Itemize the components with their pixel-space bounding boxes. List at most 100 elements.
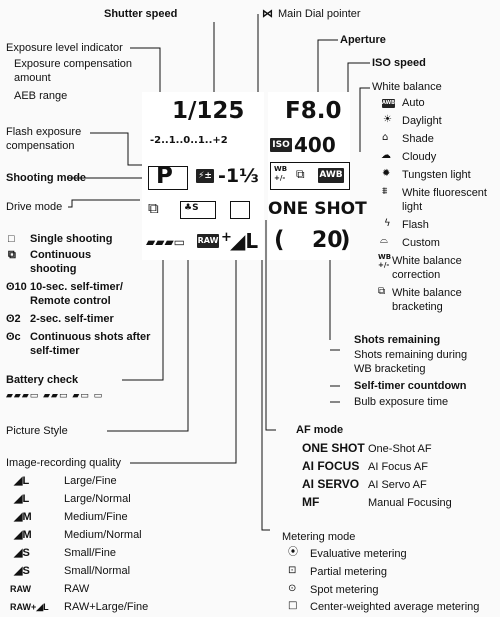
metering-partial: Partial metering xyxy=(310,566,388,578)
wb-fluorescent-1: White fluorescent xyxy=(402,187,487,199)
drive-mode-icon: ⧉ xyxy=(148,199,159,217)
drive-single: Single shooting xyxy=(30,233,113,245)
af-label-one-shot: One-Shot AF xyxy=(368,443,432,455)
wb-bracket-list-icon: ⧉ xyxy=(378,286,386,297)
wb-custom: Custom xyxy=(402,237,440,249)
wb-correction-2: correction xyxy=(392,269,441,281)
wb-daylight: Daylight xyxy=(402,115,442,127)
wb-flash: Flash xyxy=(402,219,429,231)
lcd-af-mode: ONE SHOT xyxy=(268,199,367,219)
label-shots-remaining: Shots remaining xyxy=(354,334,441,346)
wb-cloudy: Cloudy xyxy=(402,151,437,163)
quality-icon-1: ◢L xyxy=(14,493,30,505)
quality-label-1: Large/Normal xyxy=(64,493,131,505)
label-exp-comp-1: Exposure compensation xyxy=(14,58,133,70)
quality-label-2: Medium/Fine xyxy=(64,511,128,523)
quality-label-3: Medium/Normal xyxy=(64,529,142,541)
label-shutter-speed: Shutter speed xyxy=(104,8,178,20)
af-code-one-shot: ONE SHOT xyxy=(302,441,365,455)
label-main-dial-pointer: Main Dial pointer xyxy=(278,8,361,20)
drive-continuous-2: shooting xyxy=(30,263,77,275)
quality-label-5: Small/Normal xyxy=(64,565,131,577)
af-code-mf: MF xyxy=(302,495,320,509)
drive-icon-cont-timer: ʘc xyxy=(6,331,21,343)
label-image-quality: Image-recording quality xyxy=(6,457,121,469)
quality-icon-4: ◢S xyxy=(14,547,30,559)
drive-icon-single: □ xyxy=(8,233,15,245)
lcd-iso-value: 400 xyxy=(294,133,336,157)
flash-icon: ϟ xyxy=(384,218,391,229)
af-code-ai-servo: AI SERVO xyxy=(302,477,360,491)
drive-icon-10sec: ʘ10 xyxy=(6,281,27,293)
wb-correction-1: White balance xyxy=(392,255,462,267)
metering-center-weighted: Center-weighted average metering xyxy=(310,601,480,613)
label-af-mode: AF mode xyxy=(296,424,344,436)
label-metering-mode: Metering mode xyxy=(282,531,356,543)
wb-correction-list-icon: WB+/- xyxy=(378,253,392,269)
label-shooting-mode: Shooting mode xyxy=(6,172,87,184)
shade-icon: ⌂ xyxy=(382,132,389,143)
wb-shade: Shade xyxy=(402,133,434,145)
lcd-raw: RAW xyxy=(197,234,219,248)
lcd-awb: AWB xyxy=(318,168,344,183)
custom-wb-icon: ⌓ xyxy=(380,235,388,246)
drive-10sec-2: Remote control xyxy=(30,295,111,307)
label-aperture: Aperture xyxy=(340,34,386,46)
flash-comp-icon: ⚡± xyxy=(196,169,214,183)
drive-icon-continuous: ⧉ xyxy=(8,249,16,261)
lcd-quality-letter: L xyxy=(245,229,259,253)
label-shots-wb-1: Shots remaining during xyxy=(354,349,468,361)
lcd-shots-open-paren: ( xyxy=(274,227,285,253)
lcd-aperture: F8.0 xyxy=(285,98,342,124)
label-aeb-range: AEB range xyxy=(14,90,68,102)
label-battery-check: Battery check xyxy=(6,374,79,386)
metering-icon xyxy=(230,201,250,219)
main-dial-pointer-icon: ⋈ xyxy=(262,8,273,20)
label-bulb-exposure: Bulb exposure time xyxy=(354,396,449,408)
fluorescent-icon: ⩩ xyxy=(382,186,388,197)
lcd-exposure-scale: -2..1..0..1..+2 xyxy=(150,135,228,146)
drive-2sec: 2-sec. self-timer xyxy=(30,313,114,325)
drive-cont-timer-2: self-timer xyxy=(30,345,80,357)
quality-label-7: RAW+Large/Fine xyxy=(64,601,149,613)
lcd-iso-badge: ISO xyxy=(270,138,292,152)
label-exposure-level: Exposure level indicator xyxy=(6,42,123,54)
wb-auto-icon: AWB xyxy=(382,99,395,108)
lcd-shots-remaining: 20 xyxy=(312,228,343,253)
wb-auto: Auto xyxy=(402,97,425,109)
quality-label-4: Small/Fine xyxy=(64,547,116,559)
battery-icon: ▰▰▰▭ xyxy=(146,235,186,249)
label-flash-comp-1: Flash exposure xyxy=(6,126,82,138)
af-label-ai-servo: AI Servo AF xyxy=(368,479,427,491)
center-weighted-icon: □ xyxy=(288,600,298,611)
drive-cont-timer-1: Continuous shots after xyxy=(30,331,151,343)
drive-icon-2sec: ʘ2 xyxy=(6,313,21,325)
label-exp-comp-2: amount xyxy=(14,72,51,84)
quality-icon-3: ◢M xyxy=(14,529,32,541)
drive-continuous-1: Continuous xyxy=(30,249,92,261)
lcd-shutter-speed: 1/125 xyxy=(172,98,245,124)
wb-fluorescent-2: light xyxy=(402,201,423,213)
quality-label-0: Large/Fine xyxy=(64,475,117,487)
lcd-shooting-mode: P xyxy=(156,163,173,189)
wb-tungsten: Tungsten light xyxy=(402,169,471,181)
wb-bracketing-2: bracketing xyxy=(392,301,443,313)
lcd-mode-box xyxy=(148,166,188,190)
quality-icon-6: RAW xyxy=(10,584,31,594)
wb-bracketing-icon: ⧉ xyxy=(296,167,305,181)
quality-icon-5: ◢S xyxy=(14,565,30,577)
wb-bracketing-1: White balance xyxy=(392,287,462,299)
picture-style-box xyxy=(180,201,216,219)
battery-levels-icon: ▰▰▰▭ ▰▰▭ ▰▭ ▭ xyxy=(6,391,104,401)
lcd-shots-close-paren: ) xyxy=(340,227,351,253)
partial-metering-icon: ⊡ xyxy=(288,565,297,576)
quality-label-6: RAW xyxy=(64,583,90,595)
label-self-timer-countdown: Self-timer countdown xyxy=(354,380,467,392)
metering-evaluative: Evaluative metering xyxy=(310,548,407,560)
wb-correction-icon: WB +/- xyxy=(274,165,288,182)
cloud-icon: ☁ xyxy=(381,150,391,161)
af-code-ai-focus: AI FOCUS xyxy=(302,459,360,473)
label-iso-speed: ISO speed xyxy=(372,57,426,69)
sun-icon: ☀ xyxy=(383,114,392,125)
label-white-balance: White balance xyxy=(372,81,442,93)
